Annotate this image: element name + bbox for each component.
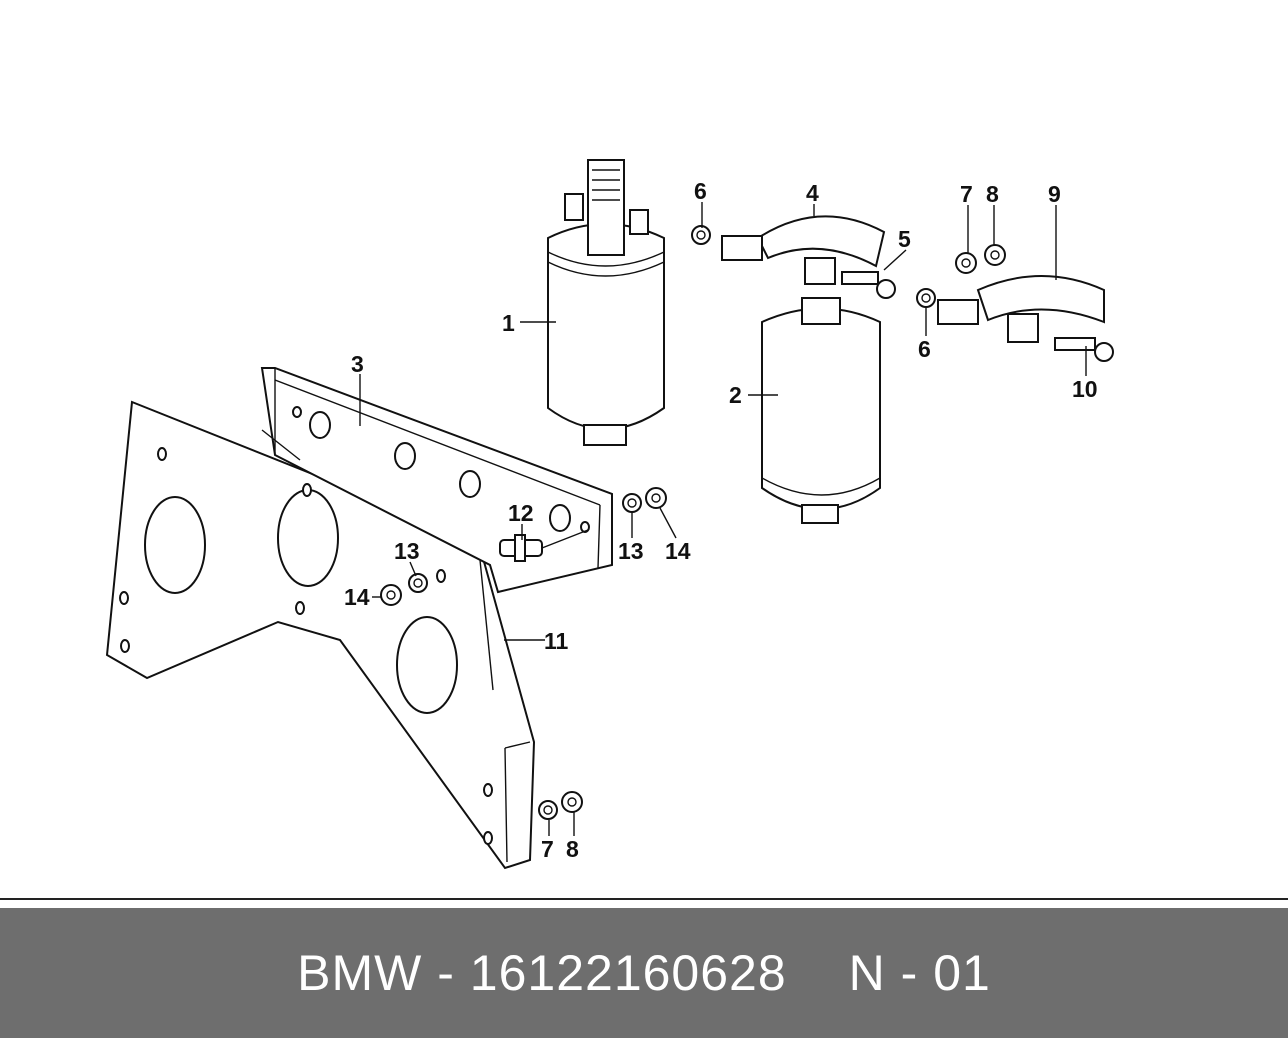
callout-labels: 1 2 3 4 5 6 6 7 8 9 10 11 12 13 13 14 14… [344,178,1098,862]
callout-14: 14 [665,538,691,564]
callout-6: 6 [694,178,707,204]
callout-8: 8 [986,181,999,207]
callout-7b: 7 [541,836,554,862]
filter-canister [761,297,881,524]
page-code-label: N - 01 [848,945,991,1001]
divider-line [0,898,1288,900]
callout-14b: 14 [344,584,370,610]
callout-9: 9 [1048,181,1061,207]
callout-8b: 8 [566,836,579,862]
stud-bolt [499,529,589,562]
leader-lines [359,202,1087,836]
callout-4: 4 [806,180,819,206]
callout-10: 10 [1072,376,1098,402]
parts-diagram: 1 2 3 4 5 6 6 7 8 9 10 11 12 13 13 14 14… [105,159,1114,870]
mounting-plate [105,400,536,870]
clamp-band-2 [937,275,1114,362]
footer-bar: BMW - 16122160628 N - 01 [0,908,1288,1038]
ignition-coil [547,159,665,446]
callout-3: 3 [351,351,364,377]
exploded-view-drawing: 1 2 3 4 5 6 6 7 8 9 10 11 12 13 13 14 14… [105,159,1114,870]
callout-7: 7 [960,181,973,207]
part-number-label: BMW - 16122160628 [297,945,787,1001]
callout-5: 5 [898,226,911,252]
callout-6b: 6 [918,336,931,362]
callout-1: 1 [502,310,515,336]
callout-2: 2 [729,382,742,408]
callout-11: 11 [544,628,569,654]
callout-13: 13 [394,538,420,564]
clamp-band [721,215,896,299]
callout-12: 12 [508,500,534,526]
callout-13b: 13 [618,538,644,564]
washers-and-nuts [380,225,1006,820]
